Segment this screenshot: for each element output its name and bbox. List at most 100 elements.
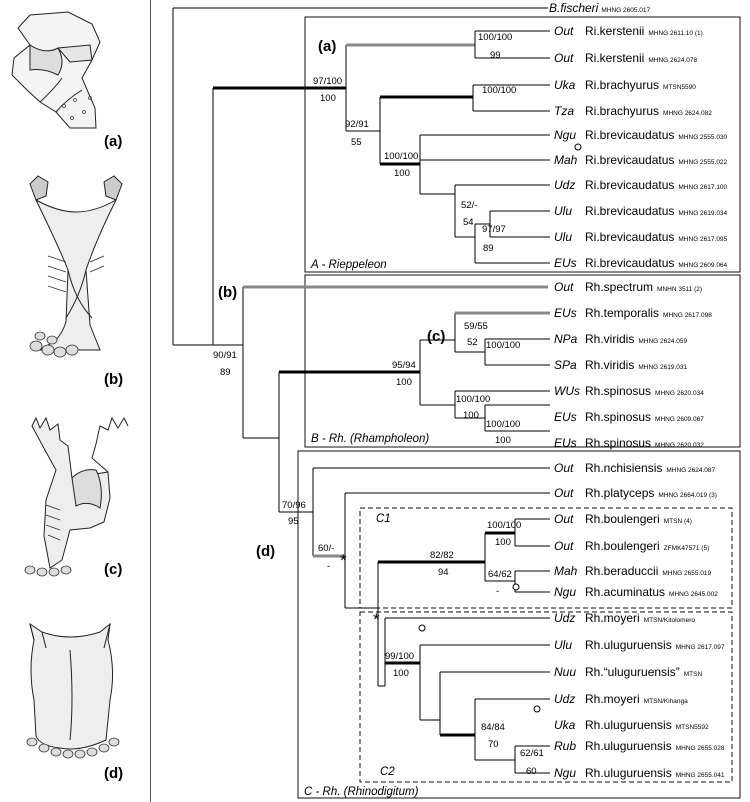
clade-box-a	[304, 16, 741, 273]
clade-label-c: C - Rh. (Rhinodigitum)	[304, 786, 419, 798]
support-top: 70/96	[282, 500, 306, 511]
star-marker: *	[373, 610, 380, 629]
support-bottom: 100	[495, 435, 511, 446]
hemipenis-drawings: (a) (b)	[11, 11, 129, 782]
support-top: 97/100	[313, 76, 342, 87]
drawing-a	[11, 11, 101, 129]
open-circle-marker	[418, 624, 426, 632]
tree-label-c: (c)	[427, 328, 445, 345]
figure-label-a: (a)	[104, 133, 122, 150]
support-bottom: 89	[483, 243, 494, 254]
support-bottom: 100	[393, 668, 409, 679]
clade-box-c1	[359, 507, 733, 609]
support-bottom: -	[496, 586, 499, 597]
tree-label-d: (d)	[256, 543, 275, 560]
support-top: 100/100	[478, 32, 512, 43]
figure-label-c: (c)	[104, 561, 122, 578]
support-bottom: 99	[490, 50, 501, 61]
support-bottom: 94	[438, 567, 449, 578]
support-bottom: 60	[526, 766, 537, 777]
support-bottom: 52	[467, 337, 478, 348]
figure-label-d: (d)	[104, 765, 123, 782]
open-circle-marker	[533, 705, 541, 713]
support-top: 62/61	[520, 748, 544, 759]
support-top: 100/100	[456, 394, 490, 405]
support-bottom: 95	[288, 516, 299, 527]
support-bottom: 100	[394, 168, 410, 179]
support-top: 97/97	[482, 224, 506, 235]
support-bottom: 100	[320, 93, 336, 104]
support-top: 99/100	[385, 651, 414, 662]
figure-label-b: (b)	[104, 371, 123, 388]
tree-branches	[172, 7, 550, 774]
drawings-panel: (a) (b)	[0, 0, 150, 802]
support-bottom: -	[327, 561, 330, 572]
support-top: 60/-	[318, 543, 334, 554]
support-top: 100/100	[482, 85, 516, 96]
support-top: 90/91	[213, 350, 237, 361]
clade-box-b	[304, 274, 741, 448]
support-top: 95/94	[392, 360, 416, 371]
support-bottom: 55	[351, 137, 362, 148]
support-bottom: 100	[463, 410, 479, 421]
panel-divider	[150, 0, 151, 802]
drawing-b	[29, 175, 123, 358]
open-circle-marker	[512, 583, 520, 591]
clade-label-a: A - Rieppeleon	[310, 259, 387, 271]
support-top: 82/82	[430, 550, 454, 561]
support-bottom: 54	[463, 217, 474, 228]
clade-box-c2	[359, 611, 733, 783]
support-bottom: 100	[396, 377, 412, 388]
support-top: 100/100	[486, 419, 520, 430]
support-bottom: 70	[488, 739, 499, 750]
support-top: 92/91	[345, 119, 369, 130]
star-marker: *	[340, 551, 347, 570]
clade-label-c1: C1	[376, 513, 391, 525]
tree-label-b: (b)	[218, 284, 237, 301]
support-values: 100/100 99 97/100 100 100/100 92/91 55 1…	[213, 32, 544, 777]
support-top: 64/62	[488, 569, 512, 580]
drawing-c	[24, 416, 129, 577]
support-top: 100/100	[384, 151, 418, 162]
drawing-d	[26, 622, 120, 759]
support-top: 84/84	[481, 722, 505, 733]
tree-label-a: (a)	[318, 38, 336, 55]
circle-markers	[418, 143, 582, 713]
support-bottom: 89	[220, 367, 231, 378]
clade-label-c2: C2	[380, 766, 395, 778]
support-top: 100/100	[486, 340, 520, 351]
support-top: 100/100	[487, 520, 521, 531]
support-top: 59/55	[464, 321, 488, 332]
